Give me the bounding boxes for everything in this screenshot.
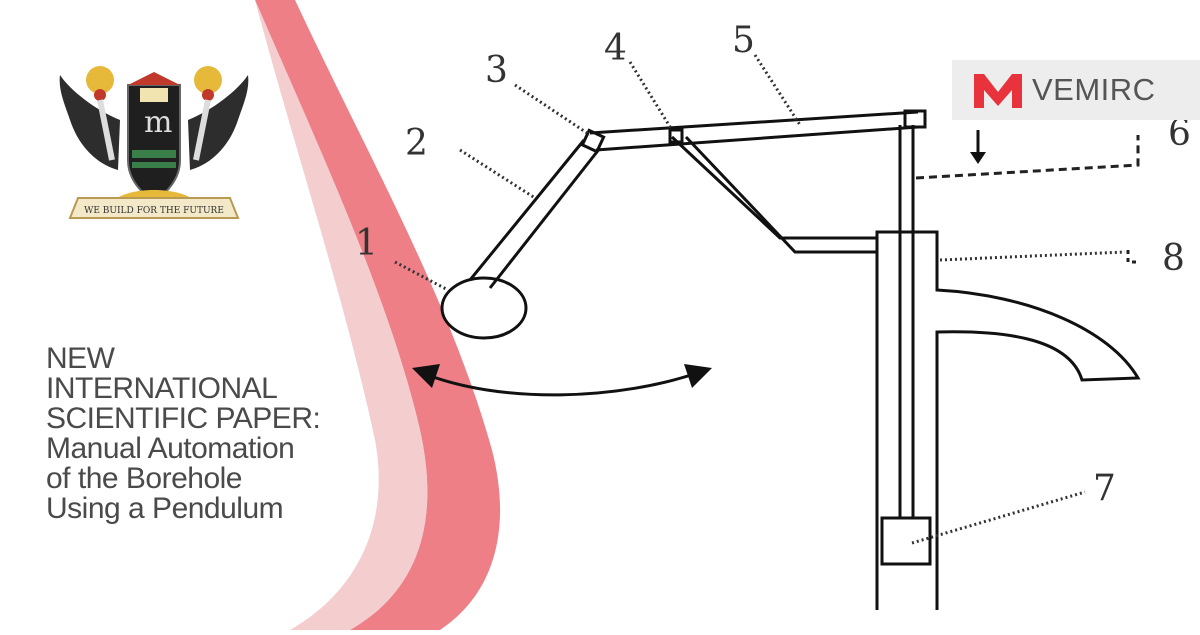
headline-line: Manual Automation: [46, 432, 295, 465]
label-2: 2: [405, 123, 428, 164]
vemirc-logo-icon: [974, 74, 1022, 108]
brand-name: VEMIRC: [1032, 72, 1156, 107]
label-3: 3: [485, 50, 508, 91]
headline-line: INTERNATIONAL: [46, 372, 278, 405]
pendulum-bob: [440, 276, 528, 340]
piston-block: [880, 516, 932, 566]
label-8: 8: [1162, 238, 1185, 279]
headline: NEW INTERNATIONAL SCIENTIFIC PAPER: Manu…: [46, 344, 346, 524]
swoosh-dark: [255, 0, 501, 630]
label-5: 5: [732, 20, 755, 61]
swing-arrow: [419, 370, 701, 397]
label-7: 7: [1093, 468, 1116, 509]
brand-badge[interactable]: VEMIRC: [952, 60, 1200, 120]
lever-beam: [589, 110, 919, 135]
label-6: 6: [1168, 113, 1191, 154]
svg-text:m: m: [144, 105, 172, 140]
university-crest-icon: m WE BUILD FOR THE FUTURE: [59, 66, 249, 219]
headline-line: Using a Pendulum: [46, 492, 284, 525]
label-1: 1: [355, 223, 378, 264]
label-4: 4: [604, 28, 627, 69]
headline-line: SCIENTIFIC PAPER:: [46, 402, 321, 435]
headline-line: NEW: [46, 342, 115, 375]
crest-motto: WE BUILD FOR THE FUTURE: [84, 206, 224, 216]
pump-body: [875, 230, 1141, 610]
swoosh-light: [255, 0, 428, 630]
headline-line: of the Borehole: [46, 462, 242, 495]
